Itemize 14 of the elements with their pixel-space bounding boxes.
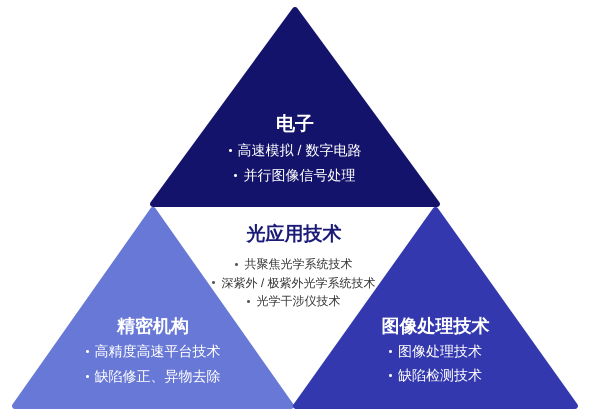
triangle-panel xyxy=(150,6,440,207)
bullet-text: 高精度高速平台技术 xyxy=(94,342,220,361)
bullet-text: 图像处理技术 xyxy=(398,342,482,361)
heading: 精密机构 xyxy=(117,315,189,338)
bullet-text: 并行图像信号处理 xyxy=(243,166,356,185)
bullet-text: 高速模拟 / 数字电路 xyxy=(238,141,362,160)
heading: 光应用技术 xyxy=(246,222,342,247)
bullet-text: 光学干涉仪技术 xyxy=(256,293,340,310)
bullet-text: 缺陷检测技术 xyxy=(398,366,482,385)
heading: 电子 xyxy=(276,113,314,137)
heading: 图像处理技术 xyxy=(382,315,490,338)
bullet-text: 共聚焦光学系统技术 xyxy=(244,256,352,273)
bullet-text: 缺陷修正、异物去除 xyxy=(94,367,220,386)
bullet-text: 深紫外 / 极紫外光学系统技术 xyxy=(221,274,376,292)
